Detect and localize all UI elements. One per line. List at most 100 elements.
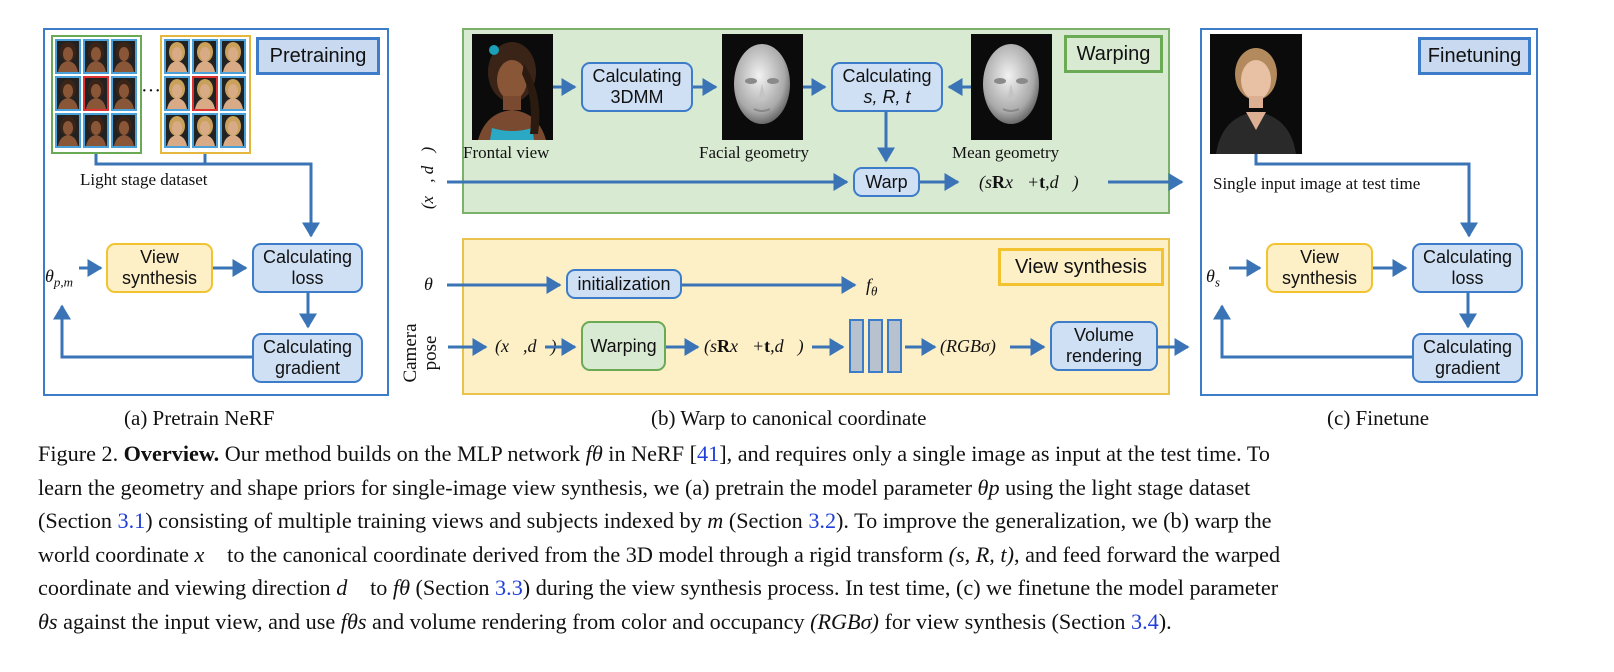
caption-math: x⃗ <box>194 541 222 567</box>
frontal-view-label: Frontal view <box>463 143 550 162</box>
single-input-label: Single input image at test time <box>1213 174 1421 193</box>
view-synthesis-tag: View synthesis <box>998 248 1164 286</box>
caption-line: coordinate and viewing direction d⃗ to f… <box>38 571 1578 605</box>
view-synthesis-box-c: View synthesis <box>1266 243 1373 293</box>
caption-text: (Section <box>410 575 496 601</box>
mean-geometry-label: Mean geometry <box>952 143 1060 162</box>
caption-text: ). To improve the generalization, we (b)… <box>836 508 1272 534</box>
dataset-thumbnail <box>111 39 137 74</box>
citation-link[interactable]: 3.4 <box>1131 608 1159 634</box>
input-xd-rotated: (x⃗, d⃗) <box>418 146 438 210</box>
caption-text: learn the geometry and shape priors for … <box>38 474 978 500</box>
warp-box: Warp <box>853 167 920 197</box>
caption-text: Our method builds on the MLP network <box>219 441 586 466</box>
caption-text: for view synthesis (Section <box>878 608 1131 634</box>
dataset-thumbnail <box>111 113 137 148</box>
theta-s-symbol: θs <box>1206 266 1220 290</box>
mlp-layer-2 <box>868 319 883 373</box>
caption-line: Figure 2. Overview. Our method builds on… <box>38 437 1578 471</box>
caption-line: θs against the input view, and use fθs a… <box>38 605 1578 639</box>
caption-line: learn the geometry and shape priors for … <box>38 471 1578 505</box>
caption-line: world coordinate x⃗ to the canonical coo… <box>38 538 1578 572</box>
caption-text: world coordinate <box>38 541 195 567</box>
light-stage-dataset-label: Light stage dataset <box>80 170 208 189</box>
calculating-srt-line-2: s, R, t <box>863 87 911 107</box>
caption-a: (a) Pretrain NeRF <box>124 406 275 430</box>
caption-math: d⃗ <box>336 575 365 601</box>
initialization-box: initialization <box>566 269 682 299</box>
figure-caption-text: Figure 2. Overview. Our method builds on… <box>38 437 1578 639</box>
dataset-thumbnail <box>55 76 81 111</box>
calculating-gradient-box-c: Calculating gradient <box>1412 333 1523 383</box>
dataset-thumbnail <box>164 113 190 148</box>
dataset-thumbnail <box>83 113 109 148</box>
caption-math: θs <box>38 608 58 634</box>
calculating-loss-box-a: Calculating loss <box>252 243 363 293</box>
caption-text: ) during the view synthesis process. In … <box>522 575 1279 601</box>
xd-label: (x⃗,d⃗) <box>495 336 557 356</box>
dataset-thumbnail <box>192 39 218 74</box>
citation-link[interactable]: 3.2 <box>808 508 837 534</box>
citation-link[interactable]: 3.1 <box>117 508 146 534</box>
warped-output-top: (sRx⃗+t,d⃗) <box>979 172 1079 192</box>
dataset-thumbnail <box>192 76 218 111</box>
rgb-sigma-label: (RGBσ) <box>940 336 996 356</box>
caption-c: (c) Finetune <box>1327 406 1430 430</box>
caption-text: Figure 2. <box>38 441 124 466</box>
caption-line: (Section 3.1) consisting of multiple tra… <box>38 504 1578 538</box>
theta-p-m-symbol: θp,m <box>45 266 73 290</box>
f-theta-symbol: fθ <box>866 275 878 299</box>
caption-bold-text: Overview. <box>123 441 220 466</box>
caption-text: (Section <box>38 508 118 534</box>
citation-link[interactable]: 3.3 <box>495 575 523 601</box>
warping-tag: Warping <box>1064 35 1163 73</box>
dataset-thumbnail <box>220 76 246 111</box>
view-synthesis-box-a: View synthesis <box>106 243 213 293</box>
mlp-layer-3 <box>887 319 902 373</box>
camera-pose-label: Camera pose <box>400 323 441 383</box>
facial-geometry-label: Facial geometry <box>699 143 809 162</box>
caption-math: fθs <box>340 608 367 634</box>
finetuning-tag: Finetuning <box>1418 37 1531 75</box>
caption-text: against the input view, and use <box>57 608 341 634</box>
calculating-srt-box: Calculating s, R, t <box>831 62 943 112</box>
calculating-srt-line-1: Calculating <box>842 66 932 86</box>
warping-box: Warping <box>581 321 666 371</box>
caption-text: coordinate and viewing direction <box>38 575 337 601</box>
caption-text: in NeRF [ <box>602 441 698 466</box>
caption-math: (s, R, t) <box>948 541 1014 567</box>
calculating-3dmm-box: Calculating 3DMM <box>581 62 693 112</box>
dataset-grid-subject-1 <box>51 35 142 154</box>
mlp-layer-1 <box>849 319 864 373</box>
facial-geometry-image <box>722 34 803 140</box>
caption-math: θp <box>977 474 1000 500</box>
citation-link[interactable]: 41 <box>697 441 720 466</box>
caption-math: fθ <box>585 441 603 466</box>
dataset-thumbnail <box>192 113 218 148</box>
caption-math: fθ <box>392 575 410 601</box>
caption-text: to the canonical coordinate derived from… <box>221 541 949 567</box>
dataset-thumbnail <box>220 113 246 148</box>
caption-math: (RGBσ) <box>810 608 879 634</box>
dataset-ellipsis: ··· <box>141 80 161 102</box>
caption-b: (b) Warp to canonical coordinate <box>651 406 927 430</box>
caption-text: , and feed forward the warped <box>1013 541 1281 567</box>
pretraining-tag: Pretraining <box>256 37 380 75</box>
caption-text: ). <box>1158 608 1172 634</box>
dataset-thumbnail <box>220 39 246 74</box>
mlp-network-layers <box>849 319 905 375</box>
caption-text: ], and requires only a single image as i… <box>719 441 1270 466</box>
caption-math: m <box>707 508 724 534</box>
mean-geometry-image <box>971 34 1052 140</box>
dataset-thumbnail <box>83 76 109 111</box>
dataset-thumbnail <box>164 76 190 111</box>
dataset-thumbnail <box>164 39 190 74</box>
caption-text: (Section <box>723 508 809 534</box>
caption-text: ) consisting of multiple training views … <box>145 508 708 534</box>
dataset-thumbnail <box>55 39 81 74</box>
calculating-loss-box-c: Calculating loss <box>1412 243 1523 293</box>
theta-symbol: θ <box>424 274 433 294</box>
dataset-thumbnail <box>83 39 109 74</box>
dataset-thumbnail <box>111 76 137 111</box>
